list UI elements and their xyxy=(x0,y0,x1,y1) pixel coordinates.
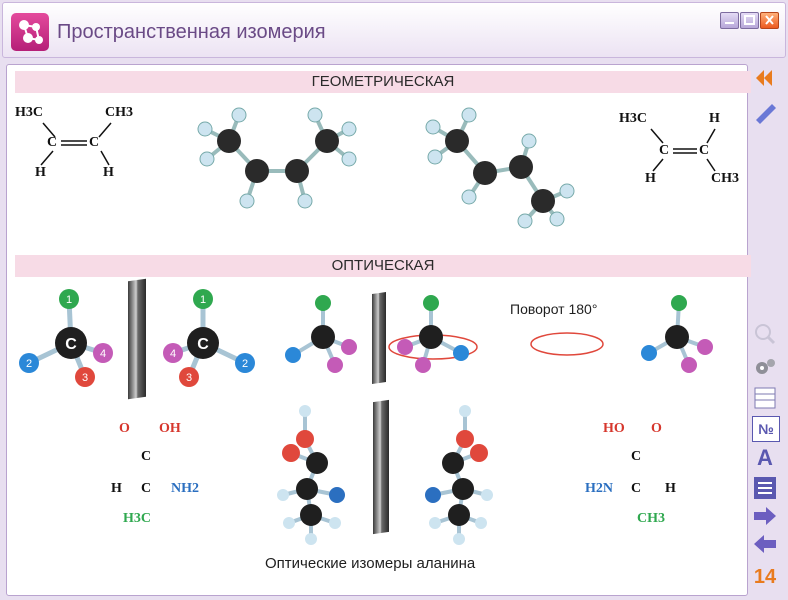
prev-icon[interactable] xyxy=(752,532,778,556)
svg-text:1: 1 xyxy=(66,294,72,306)
svg-text:4: 4 xyxy=(170,348,176,360)
svg-text:2: 2 xyxy=(242,358,248,370)
chiral-model-rotated xyxy=(641,295,713,373)
svg-text:4: 4 xyxy=(100,348,106,360)
chiral-model-2: 1 2 4 3 C xyxy=(163,289,255,387)
trans-carbon-2: C xyxy=(699,143,710,158)
cis-carbon-2: C xyxy=(89,135,100,150)
alanine-right-ch3: CH3 xyxy=(637,511,665,526)
trans-top-right: H xyxy=(709,111,720,126)
cis-top-right: CH3 xyxy=(105,105,133,120)
svg-text:2: 2 xyxy=(26,358,32,370)
alanine-model-left xyxy=(277,405,345,545)
trans-bottom-right: CH3 xyxy=(711,171,739,186)
cis-bottom-left: H xyxy=(35,165,46,180)
alanine-left-oh: OH xyxy=(159,421,181,436)
content-panel: ГЕОМЕТРИЧЕСКАЯ ОПТИЧЕСКАЯ H3C CH3 C C H … xyxy=(6,64,751,596)
chiral-model-1: 1 2 4 3 C xyxy=(19,289,113,387)
maximize-icon[interactable] xyxy=(740,12,759,29)
alanine-model-right xyxy=(425,405,493,545)
font-icon[interactable]: A xyxy=(757,445,773,470)
alanine-right-c-top: C xyxy=(631,449,642,464)
cis-carbon-1: C xyxy=(47,135,58,150)
close-icon[interactable] xyxy=(760,12,779,29)
cis-bonds xyxy=(40,122,112,166)
page-number: 14 xyxy=(753,566,777,588)
trans-bottom-left: H xyxy=(645,171,656,186)
alanine-left-h: H xyxy=(111,481,122,496)
minimize-icon[interactable] xyxy=(720,12,739,29)
trans-top-left: H3C xyxy=(619,111,647,126)
svg-text:3: 3 xyxy=(186,372,192,384)
svg-text:C: C xyxy=(197,336,209,353)
alanine-left-nh2: NH2 xyxy=(171,481,199,496)
alanine-left-c-top: C xyxy=(141,449,152,464)
svg-text:3: 3 xyxy=(82,372,88,384)
trans-bonds xyxy=(650,128,716,172)
alanine-caption: Оптические изомеры аланина xyxy=(265,555,476,572)
alanine-left-o: O xyxy=(119,421,130,436)
mirror-plane-2 xyxy=(372,292,386,384)
zoom-icon[interactable] xyxy=(752,322,778,346)
alanine-right-c-mid: C xyxy=(631,481,642,496)
mirror-plane-1 xyxy=(128,278,146,400)
svg-text:1: 1 xyxy=(200,294,206,306)
app-logo-icon xyxy=(11,13,49,51)
next-icon[interactable] xyxy=(752,504,778,528)
rotation-arrow-icon xyxy=(530,332,604,356)
mirror-plane-3 xyxy=(373,399,389,535)
alanine-left-ch3: H3C xyxy=(123,511,151,526)
alanine-right-h: H xyxy=(665,481,676,496)
alanine-right-h2n: H2N xyxy=(585,481,613,496)
chiral-model-3 xyxy=(285,295,357,373)
gears-icon[interactable] xyxy=(752,356,778,380)
title-bar: Пространственная изомерия xyxy=(2,2,786,58)
section-header-geometric: ГЕОМЕТРИЧЕСКАЯ xyxy=(15,71,751,93)
svg-text:C: C xyxy=(65,336,77,353)
trans-butene-model xyxy=(425,107,575,229)
back-icon[interactable] xyxy=(752,66,778,90)
rotation-label: Поворот 180° xyxy=(510,301,598,317)
pen-icon[interactable] xyxy=(752,100,778,124)
chiral-model-rotating xyxy=(388,295,478,373)
cis-top-left: H3C xyxy=(15,105,43,120)
table-icon[interactable] xyxy=(752,386,778,410)
list-icon[interactable] xyxy=(752,476,778,500)
cis-bottom-right: H xyxy=(103,165,114,180)
trans-carbon-1: C xyxy=(659,143,670,158)
window-title: Пространственная изомерия xyxy=(57,21,326,43)
alanine-left-c-mid: C xyxy=(141,481,152,496)
alanine-right-o: O xyxy=(651,421,662,436)
cis-butene-model xyxy=(197,107,357,209)
number-icon[interactable]: № xyxy=(752,416,780,442)
alanine-right-ho: HO xyxy=(603,421,625,436)
section-header-optical: ОПТИЧЕСКАЯ xyxy=(15,255,751,277)
